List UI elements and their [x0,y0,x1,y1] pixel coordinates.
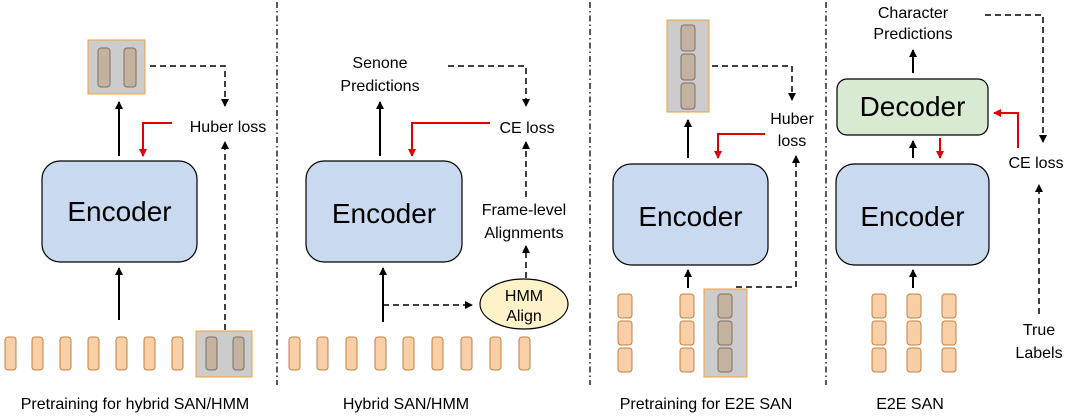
input-frame [871,293,887,319]
input-frame [906,293,922,319]
input-frame [288,336,301,371]
huber-loss-line1: Huber [770,111,814,128]
input-frame [431,336,444,371]
input-frame [316,336,329,371]
senone-predictions-line1: Senone [352,55,407,72]
predicted-frame [680,53,696,81]
input-frame [941,293,957,319]
encoder-block [612,163,769,266]
input-frame [345,336,358,371]
character-predictions-line2: Predictions [873,26,952,43]
encoder-label: Encoder [860,201,964,232]
predicted-frame [123,47,137,88]
masked-frames [703,288,748,378]
input-frame [460,336,473,371]
predicted-frame [97,47,111,88]
input-frame [871,347,887,373]
input-frame [617,293,633,319]
panel-pretraining-e2e: Encoder Huber loss Pretraining for E2E S… [612,19,814,413]
input-frame [143,336,156,371]
predicted-frame [680,82,696,110]
input-frame [906,347,922,373]
true-labels-line1: True [1023,322,1055,339]
caption: Pretraining for E2E SAN [620,396,793,413]
hmm-align-ellipse [479,278,569,330]
encoder-label: Encoder [638,201,742,232]
caption: Pretraining for hybrid SAN/HMM [21,396,250,413]
panel-separators [276,2,827,385]
input-frame [941,320,957,346]
input-frames [871,293,957,373]
input-frame [906,320,922,346]
panel-pretraining-hybrid: Encoder Huber loss Pretraining for hybri… [4,39,266,413]
frame-level-alignments-line1: Frame-level [482,202,566,219]
input-frame [374,336,387,371]
masked-frame [205,336,218,371]
input-frame [59,336,72,371]
predicted-frames [666,19,710,113]
masked-frame [717,320,733,346]
predicted-frame [680,24,696,52]
masked-frame [232,336,245,371]
input-frames [4,336,184,371]
decoder-block [836,78,989,136]
panel-hybrid-san-hmm: Encoder Senone Predictions CE loss Frame… [288,55,569,413]
encoder-label: Encoder [67,196,171,227]
huber-loss-label: Huber loss [190,119,266,136]
input-frame [871,320,887,346]
input-frame [617,347,633,373]
input-frame [518,336,531,371]
decoder-label: Decoder [860,91,966,122]
encoder-block [305,160,463,263]
input-frame [402,336,415,371]
encoder-label: Encoder [332,198,436,229]
input-frame [679,320,695,346]
masked-frame [717,347,733,373]
hmm-align-line2: Align [506,308,542,325]
caption: Hybrid SAN/HMM [343,396,469,413]
frame-level-alignments-line2: Alignments [484,225,563,242]
input-frames [288,336,531,371]
input-frame [115,336,128,371]
input-frame [679,347,695,373]
huber-loss-line2: loss [778,133,806,150]
masked-frame [717,293,733,319]
input-frame [617,320,633,346]
ce-loss-label: CE loss [1008,155,1063,172]
input-frame [679,293,695,319]
input-frame [4,336,17,371]
input-frames [617,293,695,373]
hmm-align-line1: HMM [505,288,543,305]
input-frame [941,347,957,373]
ce-loss-label: CE loss [499,120,554,137]
senone-predictions-line2: Predictions [340,78,419,95]
panel-e2e-san: Encoder Decoder Character Predictions CE… [835,5,1064,413]
input-frame [489,336,502,371]
caption: E2E SAN [876,396,944,413]
true-labels-line2: Labels [1015,345,1062,362]
encoder-block [835,163,990,266]
encoder-block [41,160,198,263]
masked-frames [195,330,253,378]
input-frame [31,336,44,371]
input-frame [87,336,100,371]
input-frame [171,336,184,371]
predicted-frames [87,39,146,95]
character-predictions-line1: Character [878,5,949,22]
